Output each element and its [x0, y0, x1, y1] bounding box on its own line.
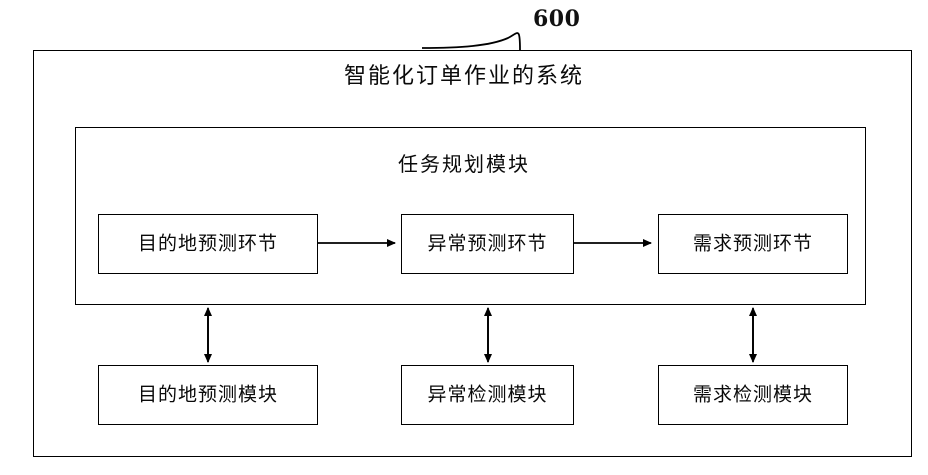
module-box-demand-detection: 需求检测模块 [658, 365, 848, 425]
stage-label-destination-prediction: 目的地预测环节 [137, 232, 278, 255]
task-planning-module-title: 任务规划模块 [398, 152, 530, 176]
module-box-destination-prediction: 目的地预测模块 [98, 365, 318, 425]
stage-label-demand-prediction: 需求预测环节 [692, 232, 813, 255]
stage-box-demand-prediction: 需求预测环节 [658, 214, 848, 274]
module-label-destination-prediction: 目的地预测模块 [137, 383, 278, 406]
reference-number-600: 600 [533, 6, 581, 32]
module-label-anomaly-detection: 异常检测模块 [427, 383, 548, 406]
module-box-anomaly-detection: 异常检测模块 [401, 365, 574, 425]
stage-label-anomaly-prediction: 异常预测环节 [427, 232, 548, 255]
module-label-demand-detection: 需求检测模块 [692, 383, 813, 406]
stage-box-anomaly-prediction: 异常预测环节 [401, 214, 574, 274]
system-title: 智能化订单作业的系统 [343, 64, 584, 89]
stage-box-destination-prediction: 目的地预测环节 [98, 214, 318, 274]
